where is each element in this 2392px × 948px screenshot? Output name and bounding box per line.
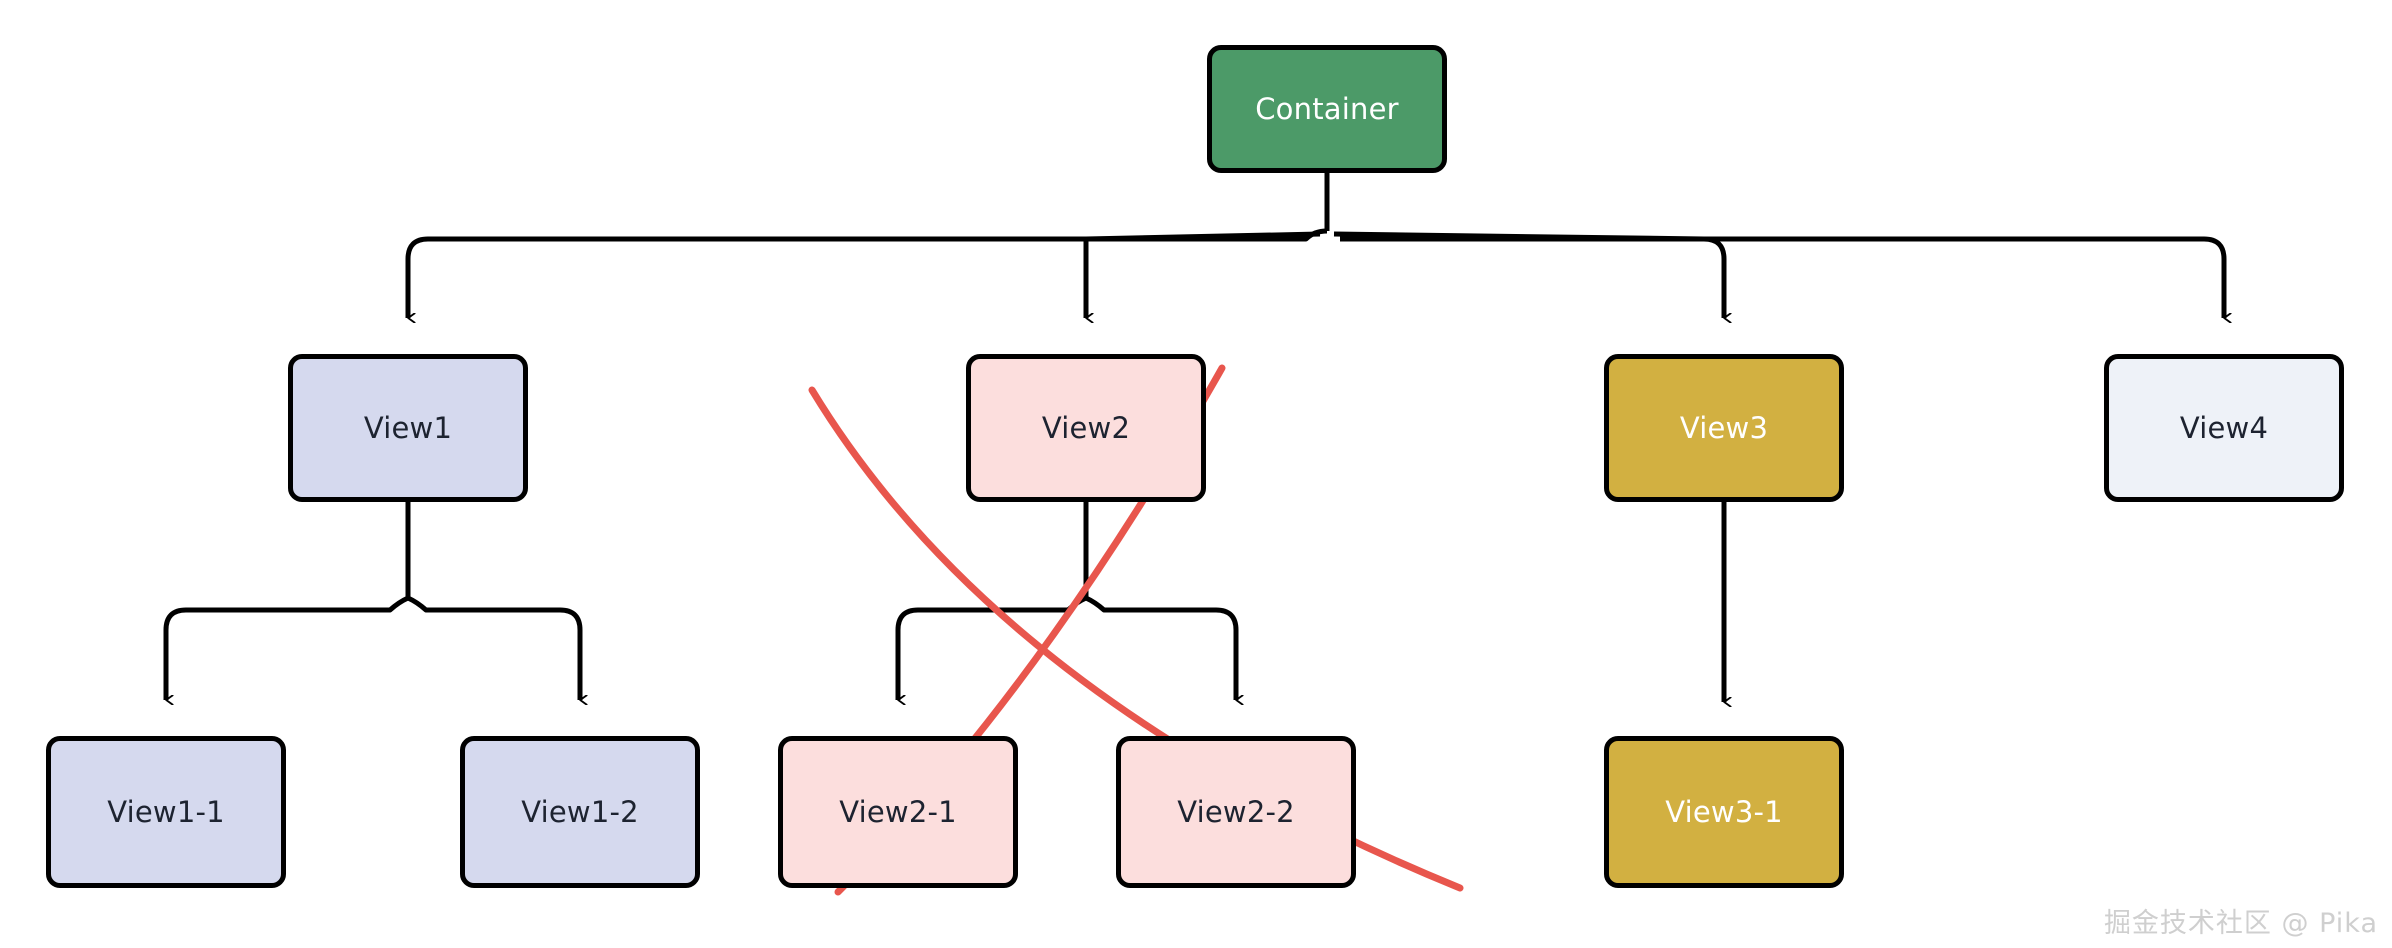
node-view1-label: View1 [363,411,453,445]
node-view2-label: View2 [1041,411,1131,445]
node-view2[interactable]: View2 [966,354,1206,502]
node-view3-label: View3 [1679,411,1769,445]
node-view3[interactable]: View3 [1604,354,1844,502]
node-view1-2[interactable]: View1-2 [460,736,700,888]
edge-view2-to-view2-2 [1084,595,1236,700]
edge-container-to-view2 [1083,231,1321,318]
node-view2-1[interactable]: View2-1 [778,736,1018,888]
node-view2-1-label: View2-1 [839,795,957,829]
edge-container-to-view3 [1333,231,1724,318]
node-view3-1[interactable]: View3-1 [1604,736,1844,888]
node-view4-label: View4 [2179,411,2269,445]
node-view4[interactable]: View4 [2104,354,2344,502]
watermark: 掘金技术社区 @ Pika [2103,908,2378,939]
edge-view1-to-view1-2 [406,595,580,700]
node-view1-2-label: View1-2 [521,795,639,829]
edge-view2-to-view2-1 [895,595,1088,700]
node-view2-2[interactable]: View2-2 [1116,736,1356,888]
node-view2-2-label: View2-2 [1177,795,1295,829]
node-view1-1-label: View1-1 [107,795,225,829]
node-container[interactable]: Container [1207,45,1447,173]
node-view1-1[interactable]: View1-1 [46,736,286,888]
edge-view1-to-view1-1 [163,595,410,700]
edge-container-to-view4 [1340,236,2224,318]
edge-container-to-view1 [405,228,1328,318]
node-container-label: Container [1255,92,1399,126]
node-view3-1-label: View3-1 [1665,795,1783,829]
node-view1[interactable]: View1 [288,354,528,502]
